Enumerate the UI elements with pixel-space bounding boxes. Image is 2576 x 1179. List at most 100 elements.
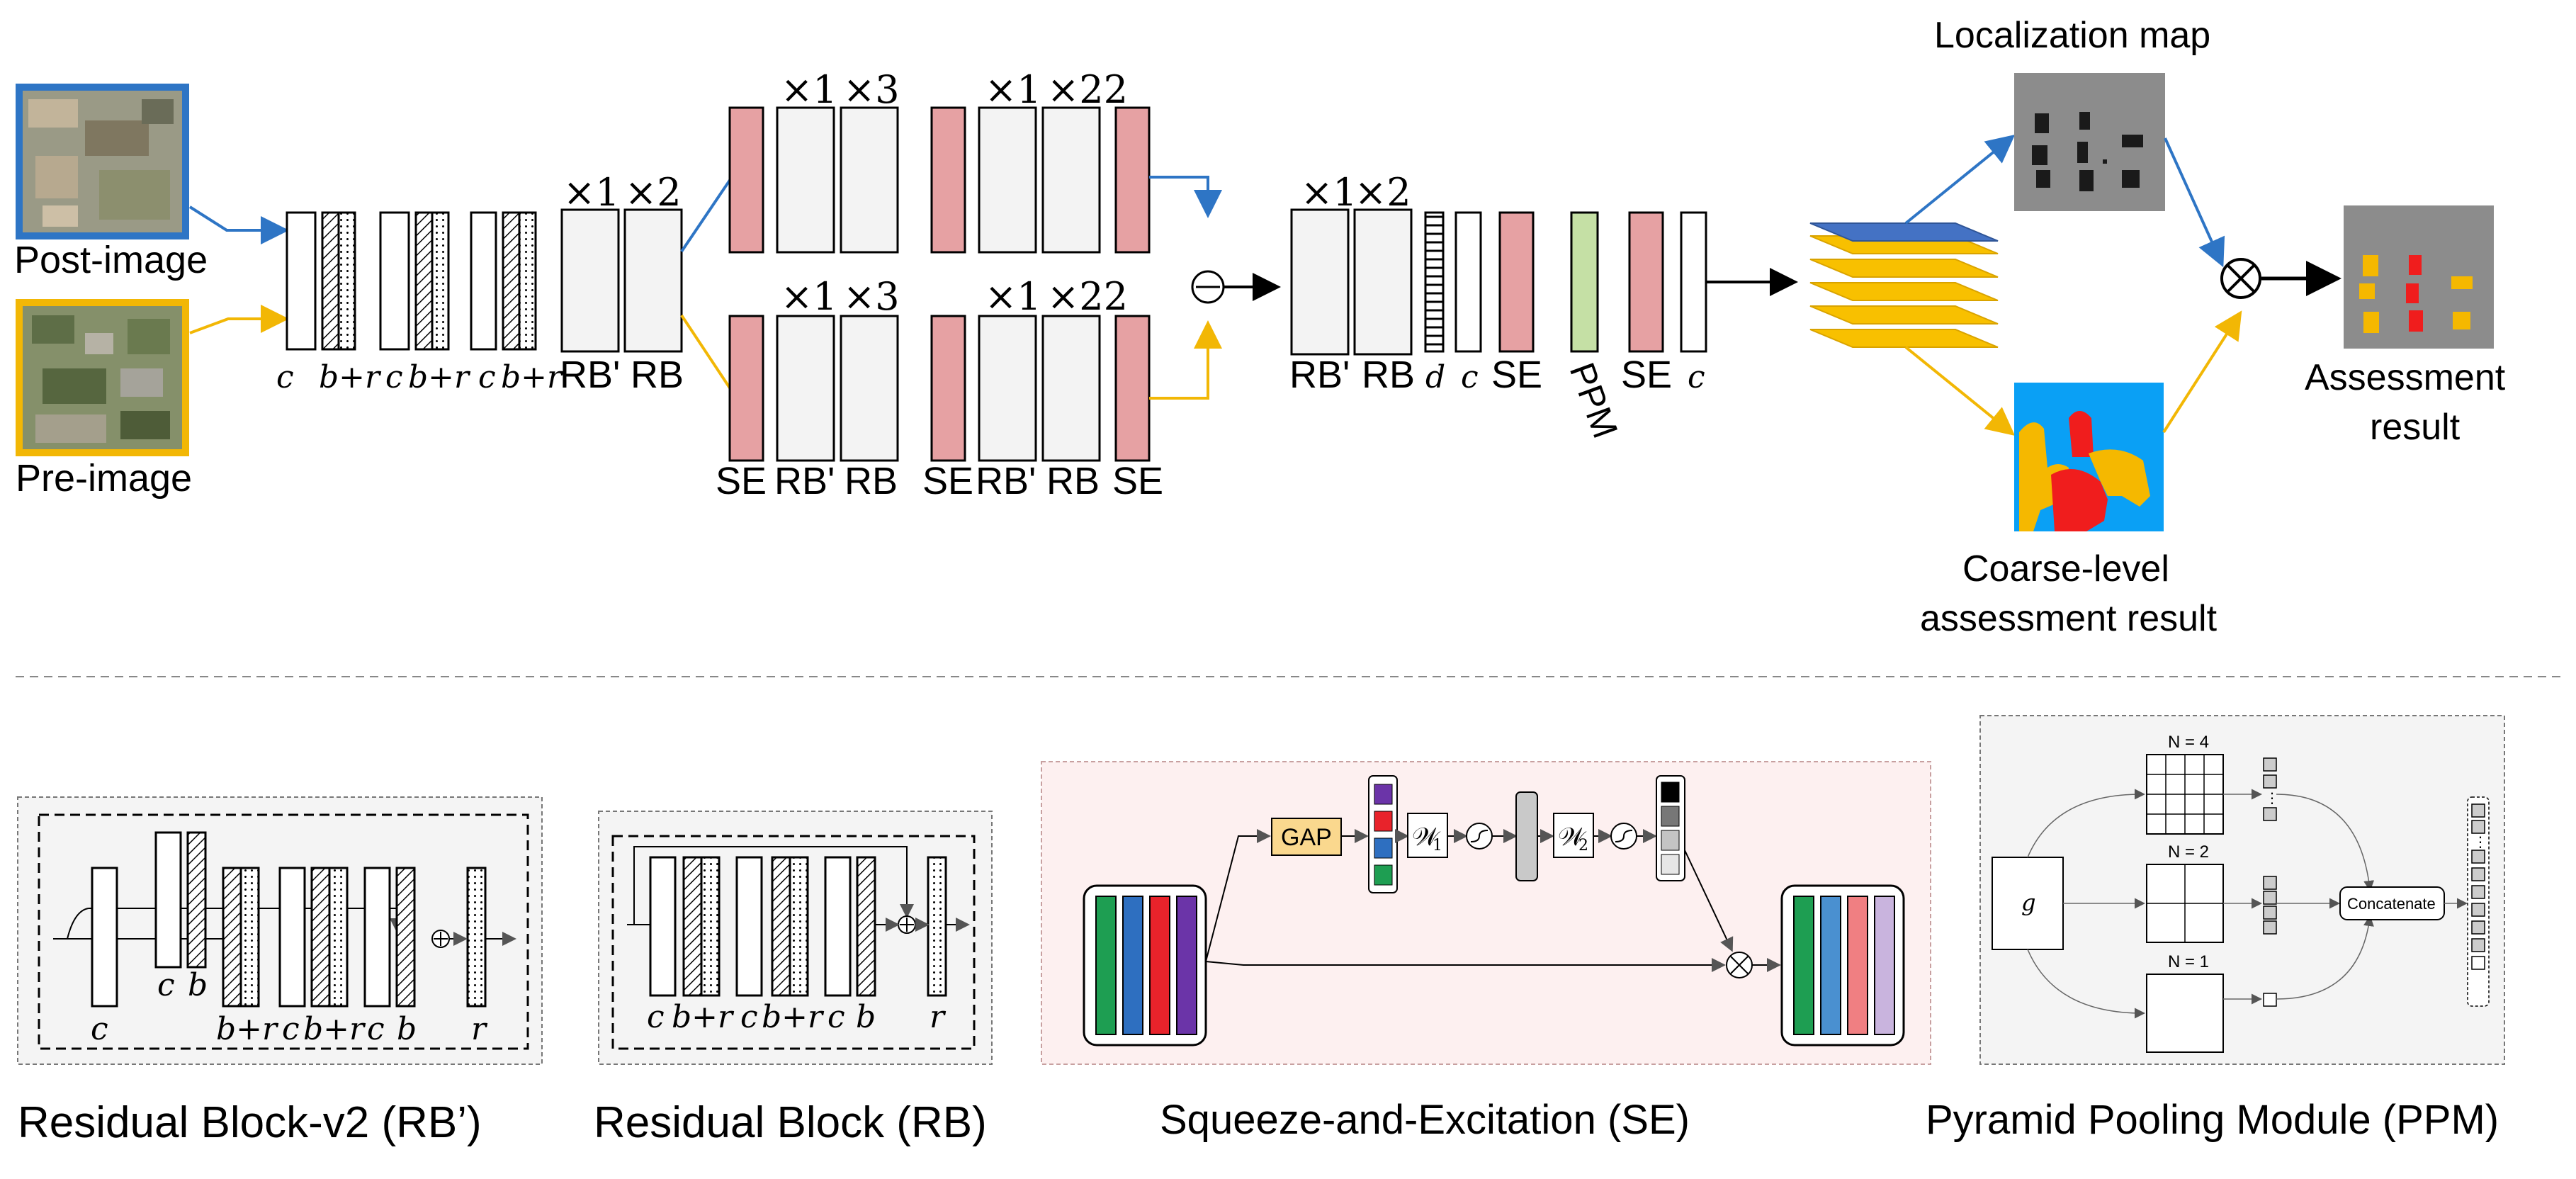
ppm-n4-label: N = 4 [2168,733,2209,752]
stem-label-c2: c [385,359,403,395]
rb-label-br2: b+r [762,999,825,1035]
assessment-result-map [2344,205,2494,349]
rb-legend-panel [598,811,993,1065]
se-gap-label: GAP [1281,824,1332,851]
branch-label-rba: RB [844,460,898,502]
post-image-label: Post-image [14,239,208,281]
stem-label-br1: b+r [319,359,382,395]
stem-repeat-2: ×2 [625,170,682,215]
stem-label-rb: RB [631,354,684,396]
fusion-label-rb2: RB' [1289,354,1350,396]
coarse-title-line1: Coarse-level [1962,548,2169,590]
localization-map-title: Localization map [1934,15,2210,56]
output-layer-stack [1809,222,1999,348]
rb2-label-br2: b+r [303,1011,366,1047]
fusion-repeat-1: ×1 [1301,170,1357,215]
rb2-label-c1: c [91,1011,108,1047]
post-repeat-2: ×3 [843,67,900,112]
ppm-n2-label: N = 2 [2168,842,2209,862]
fusion-label-c: c [1461,359,1479,395]
assessment-title-line1: Assessment [2305,357,2506,398]
stem-label-c1: c [276,359,294,395]
pre-image [16,299,189,456]
post-branch-line [680,174,735,253]
pre-to-diff-arrow [1149,320,1222,400]
rb2-legend-panel [17,796,543,1065]
se-w1-label: 𝒲 [1412,823,1441,852]
branch-label-se2: SE [922,460,973,502]
rb2-legend-title: Residual Block-v2 (RB’) [18,1098,482,1147]
pre-branch-line [680,314,735,395]
ppm-concatenate-label: Concatenate [2347,895,2436,913]
stem-label-br2: b+r [408,359,471,395]
rb-label-c1: c [647,999,665,1035]
ppm-g-label: g [2021,889,2035,916]
pre-image-label: Pre-image [16,457,192,500]
difference-operator [1191,270,1225,304]
assessment-title-line2: result [2370,407,2461,448]
rb2-label-c3: c [282,1011,300,1047]
pre-branch-blocks [728,315,1151,462]
rb-label-c2: c [740,999,758,1035]
ppm-legend-panel: ⋮ ⋮ [1979,715,2505,1065]
post-repeat-4: ×22 [1047,67,1128,112]
stem-label-br3: b+r [501,359,564,395]
branch-label-rb2a: RB' [774,460,835,502]
localization-to-multiply-arrow [2164,137,2225,268]
svg-text:⋮: ⋮ [2473,835,2487,850]
rb2-label-r: r [471,1011,488,1047]
pre-repeat-4: ×22 [1047,274,1128,319]
se-w1-subscript: 1 [1433,837,1442,854]
se-w2-label: 𝒲 [1558,823,1587,852]
rb-label-c3: c [827,999,845,1035]
coarse-title-line2: assessment result [1920,598,2218,639]
ppm-n1-label: N = 1 [2168,952,2209,971]
rb2-label-b2: b [397,1011,417,1047]
post-to-diff-arrow [1149,176,1222,218]
pre-repeat-1: ×1 [781,274,837,319]
fusion-blocks [1290,208,1707,356]
post-input-arrow [188,205,289,244]
stem-blocks [286,208,683,353]
fusion-label-c2: c [1688,359,1705,395]
post-repeat-1: ×1 [781,67,837,112]
rb2-label-b: b [188,967,208,1003]
rb-legend-title: Residual Block (RB) [594,1098,987,1147]
multiply-operator [2220,258,2261,299]
fusion-label-ppm: PPM [1562,358,1626,444]
stem-label-c3: c [478,359,496,395]
post-image [16,84,189,239]
rb-label-r: r [930,999,947,1035]
fusion-label-d: d [1425,359,1445,395]
localization-map [2014,73,2165,211]
pre-input-arrow [189,305,289,334]
pre-repeat-2: ×3 [843,274,900,319]
post-branch-blocks [728,106,1151,254]
ppm-legend-title: Pyramid Pooling Module (PPM) [1926,1097,2499,1143]
pre-repeat-3: ×1 [985,274,1041,319]
se-w2-subscript: 2 [1578,837,1588,854]
branch-label-se3: SE [1112,460,1163,502]
stem-repeat-1: ×1 [563,170,620,215]
fusion-label-rb: RB [1362,354,1415,396]
branch-label-rbb: RB [1046,460,1100,502]
svg-text:⋮: ⋮ [2265,791,2279,806]
rb2-label-c4: c [367,1011,385,1047]
layers-to-coarse-arrow [1904,346,2016,436]
fusion-label-se1: SE [1491,354,1542,396]
stem-label-rb2: RB' [560,354,620,396]
se-legend-panel [1041,761,1931,1065]
layers-to-localization-arrow [1904,134,2016,225]
branch-label-rb2b: RB' [976,460,1036,502]
rb2-label-br1: b+r [216,1011,279,1047]
post-repeat-3: ×1 [985,67,1041,112]
fusion-label-se2: SE [1621,354,1672,396]
coarse-to-multiply-arrow [2162,310,2242,434]
se-legend-title: Squeeze-and-Excitation (SE) [1160,1097,1690,1143]
rb-label-br1: b+r [672,999,735,1035]
fusion-repeat-2: ×2 [1355,170,1411,215]
branch-label-se1: SE [716,460,767,502]
rb2-label-c2: c [157,967,175,1003]
coarse-assessment-map [2014,383,2164,531]
